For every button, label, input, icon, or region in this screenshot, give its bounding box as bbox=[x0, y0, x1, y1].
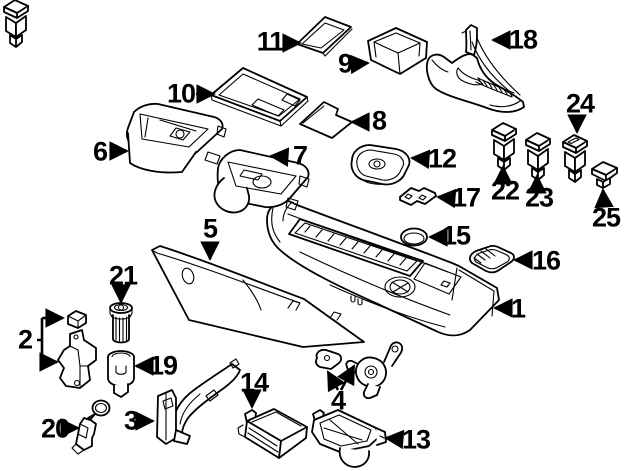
callout-label-10: 10 bbox=[166, 78, 196, 109]
part-9-bin-drawing bbox=[367, 27, 428, 75]
callout-label-8: 8 bbox=[371, 105, 387, 136]
callout-label-7: 7 bbox=[292, 140, 308, 171]
callout-label-3: 3 bbox=[123, 405, 139, 436]
part-10-top-plate-drawing bbox=[210, 67, 309, 127]
callout-label-5: 5 bbox=[202, 213, 218, 244]
part-2-bracket-kit-drawing bbox=[57, 310, 97, 389]
callout-label-6: 6 bbox=[92, 136, 108, 167]
callout-label-2: 2 bbox=[17, 324, 33, 355]
part-21-lighter-drawing bbox=[109, 302, 133, 344]
part-13-cupholder-drawing bbox=[311, 409, 387, 468]
callout-label-15: 15 bbox=[441, 220, 471, 251]
part-23-switch-drawing bbox=[525, 132, 551, 181]
callout-label-13: 13 bbox=[401, 424, 431, 455]
callout-label-19: 19 bbox=[148, 350, 178, 381]
part-15-cap-drawing bbox=[400, 227, 428, 247]
callout-label-21: 21 bbox=[108, 260, 138, 291]
callout-label-12: 12 bbox=[427, 143, 457, 174]
callout-label-17: 17 bbox=[451, 182, 481, 213]
part-16-lid-drawing bbox=[469, 245, 515, 274]
callout-label-11: 11 bbox=[256, 26, 285, 57]
part-12-tray-insert-drawing bbox=[350, 144, 411, 186]
callout-label-24: 24 bbox=[565, 88, 595, 119]
callout-label-22: 22 bbox=[490, 175, 520, 206]
part-6-tray-drawing bbox=[125, 102, 227, 174]
callout-label-25: 25 bbox=[591, 202, 621, 233]
callout-label-23: 23 bbox=[524, 182, 554, 213]
part-22-switch-drawing bbox=[491, 122, 517, 171]
part-20-sensor-drawing bbox=[71, 399, 111, 455]
callout-arrows bbox=[37, 30, 614, 450]
callout-label-18: 18 bbox=[508, 24, 538, 55]
part-11-lid-drawing bbox=[296, 16, 353, 57]
callout-label-1: 1 bbox=[510, 293, 526, 324]
part-8-liner-drawing bbox=[299, 101, 353, 139]
switch-shape bbox=[3, 0, 29, 48]
callout-label-16: 16 bbox=[531, 245, 561, 276]
callout-label-14: 14 bbox=[239, 367, 269, 398]
part-24-switch-slot bbox=[567, 137, 580, 145]
part-5-side-panel-drawing bbox=[151, 245, 365, 348]
part-1-console-body-drawing bbox=[266, 199, 500, 337]
part-17-bracket-strip-drawing bbox=[399, 187, 437, 206]
part-14-module-drawing bbox=[237, 408, 308, 459]
callout-label-4: 4 bbox=[330, 385, 346, 416]
callout-label-9: 9 bbox=[337, 48, 353, 79]
part-18-rear-trim-drawing bbox=[425, 24, 525, 113]
part-4-bracket-kit-drawing bbox=[315, 341, 404, 400]
part-19-socket-drawing bbox=[107, 350, 135, 398]
part-25-switch-blank-drawing bbox=[591, 161, 618, 189]
part-3-support-bracket-drawing bbox=[156, 358, 241, 445]
callout-label-20: 20 bbox=[40, 413, 70, 444]
